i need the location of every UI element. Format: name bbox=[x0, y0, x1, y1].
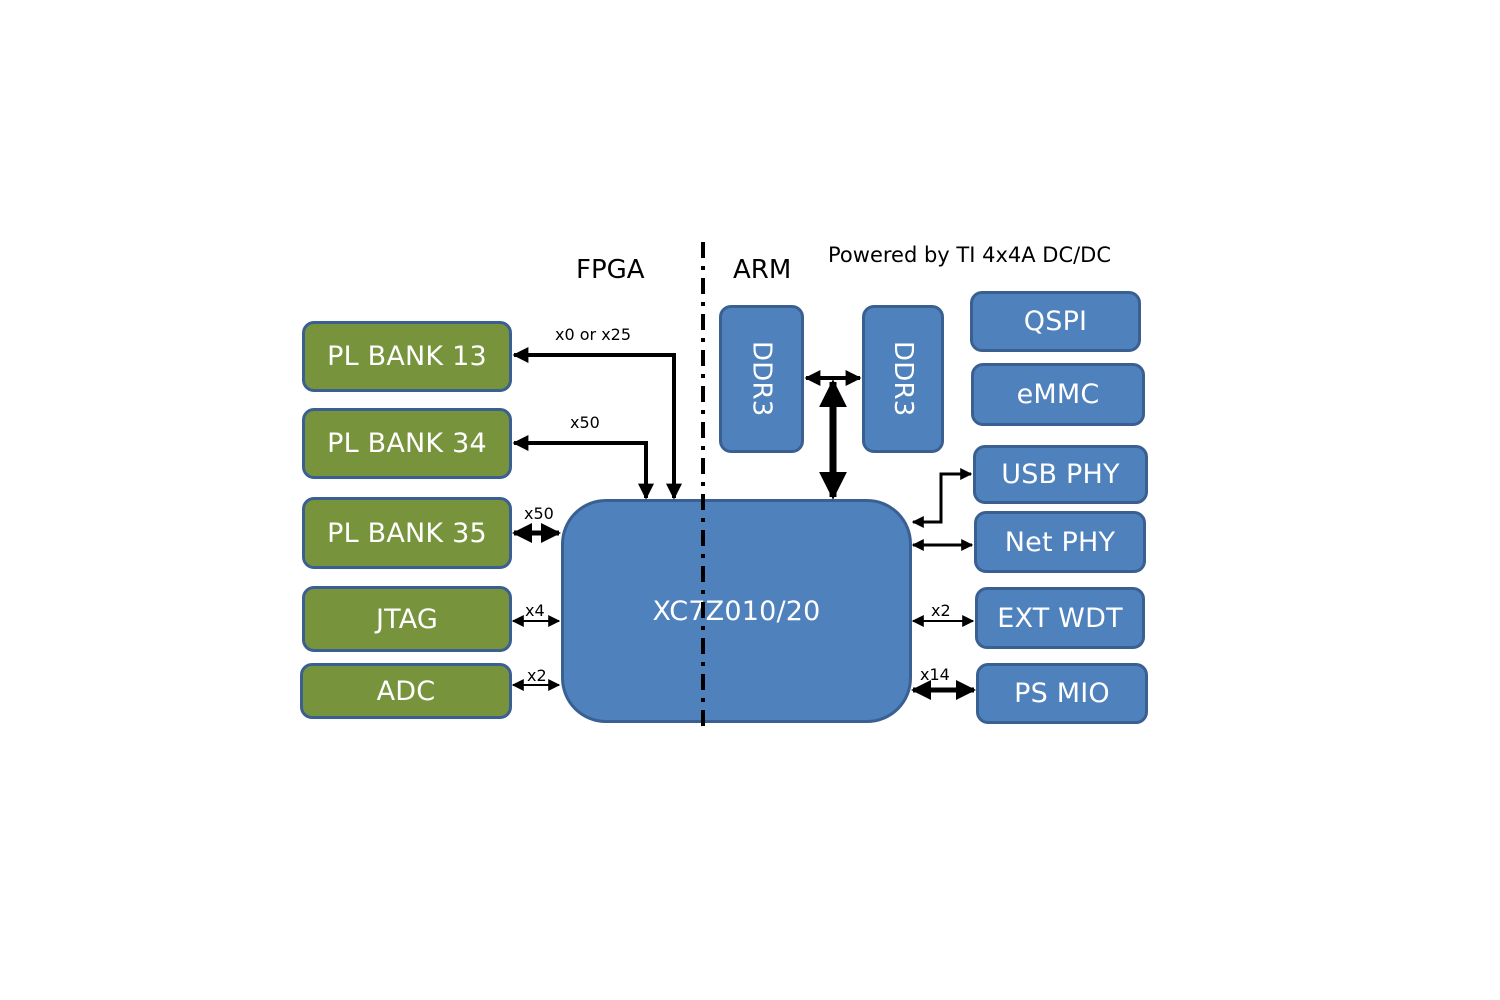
ddr3-right-label: DDR3 bbox=[888, 341, 918, 417]
ps-mio-block: PS MIO bbox=[976, 663, 1148, 724]
adc-link-label: x2 bbox=[527, 666, 547, 685]
jtag-label: JTAG bbox=[375, 603, 439, 635]
jtag-block: JTAG bbox=[302, 586, 512, 652]
pl-bank-13-link-label: x0 or x25 bbox=[555, 325, 632, 344]
pl-bank-13-label: PL BANK 13 bbox=[327, 341, 487, 372]
main-chip-block: XC7Z010/20 bbox=[561, 499, 912, 723]
pl-bank-34-link-label: x50 bbox=[570, 413, 600, 432]
adc-block: ADC bbox=[300, 663, 512, 719]
emmc-label: eMMC bbox=[1016, 379, 1100, 410]
pl-bank-13-block: PL BANK 13 bbox=[302, 321, 512, 392]
usb-phy-link-arrow bbox=[911, 468, 973, 528]
adc-label: ADC bbox=[376, 675, 436, 707]
ps-mio-link-label: x14 bbox=[920, 665, 950, 684]
jtag-link-label: x4 bbox=[525, 601, 545, 620]
net-phy-block: Net PHY bbox=[974, 511, 1146, 573]
pl-bank-34-block: PL BANK 34 bbox=[302, 408, 512, 479]
pl-bank-34-label: PL BANK 34 bbox=[327, 428, 487, 459]
ext-wdt-link-label: x2 bbox=[931, 601, 951, 620]
pl-bank-35-block: PL BANK 35 bbox=[302, 497, 512, 569]
main-chip-label: XC7Z010/20 bbox=[652, 595, 821, 627]
emmc-block: eMMC bbox=[971, 363, 1145, 426]
arm-section-label: ARM bbox=[733, 255, 792, 285]
fpga-section-label: FPGA bbox=[576, 255, 645, 285]
net-phy-label: Net PHY bbox=[1004, 526, 1116, 558]
ddr3-left-label: DDR3 bbox=[746, 341, 777, 417]
pl-bank-35-label: PL BANK 35 bbox=[327, 517, 487, 549]
ext-wdt-block: EXT WDT bbox=[975, 587, 1145, 649]
ddr3-right-block: DDR3 bbox=[862, 305, 944, 453]
ps-mio-label: PS MIO bbox=[1014, 678, 1110, 709]
pl-bank-34-link-arrow bbox=[512, 435, 654, 500]
qspi-label: QSPI bbox=[1023, 306, 1088, 337]
qspi-block: QSPI bbox=[970, 291, 1141, 352]
power-note: Powered by TI 4x4A DC/DC bbox=[828, 243, 1112, 267]
ddr3-left-block: DDR3 bbox=[719, 305, 804, 453]
pl-bank-35-link-label: x50 bbox=[524, 504, 554, 523]
usb-phy-label: USB PHY bbox=[1001, 459, 1120, 490]
usb-phy-block: USB PHY bbox=[973, 445, 1148, 504]
ext-wdt-label: EXT WDT bbox=[997, 602, 1123, 634]
